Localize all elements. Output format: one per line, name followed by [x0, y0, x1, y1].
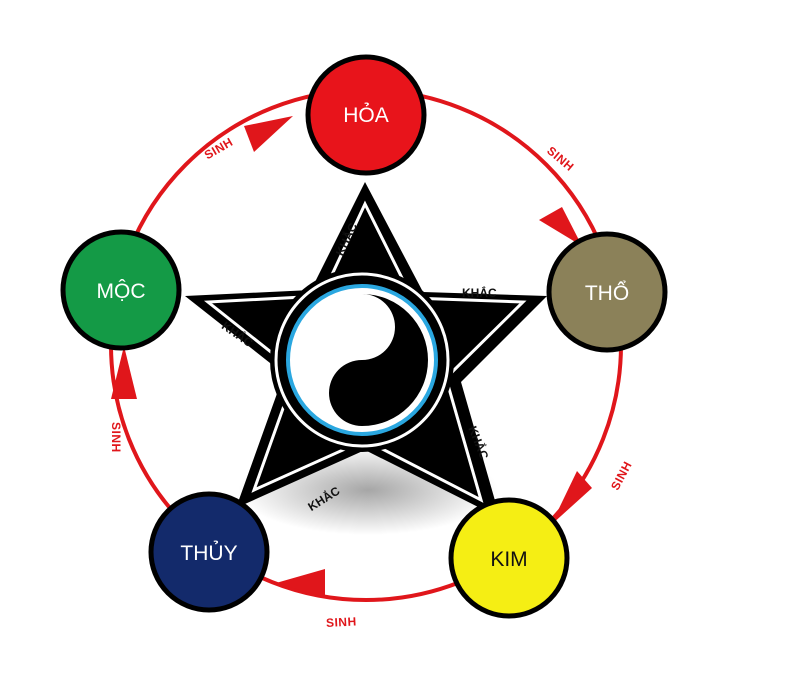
sinh-arrow-kim-to-thuy — [276, 569, 325, 597]
node-moc: MỘC — [60, 229, 182, 351]
node-thuy: THỦY — [148, 491, 270, 613]
node-moc-label: MỘC — [97, 280, 146, 303]
sinh-label-thuy-moc: SINH — [109, 422, 123, 453]
sinh-arrow-tho-to-kim — [551, 471, 592, 525]
yin-yang-icon — [296, 294, 428, 426]
sinh-label-tho-kim: SINH — [608, 459, 635, 493]
center-ring-gap — [274, 272, 450, 448]
node-kim-label: KIM — [490, 548, 527, 571]
node-tho: THỔ — [546, 231, 668, 353]
node-tho-label: THỔ — [585, 281, 629, 305]
node-hoa-label: HỎA — [343, 103, 389, 127]
sinh-arrow-moc-to-hoa — [244, 116, 293, 152]
node-thuy-label: THỦY — [180, 541, 237, 565]
node-hoa: HỎA — [305, 54, 427, 176]
node-kim: KIM — [448, 497, 570, 619]
sinh-arrow-thuy-to-moc — [111, 346, 137, 399]
sinh-label-kim-thuy: SINH — [326, 614, 357, 630]
khac-label-tho-moc: KHẮC — [462, 285, 497, 300]
sinh-arrow-hoa-to-tho — [539, 207, 582, 246]
